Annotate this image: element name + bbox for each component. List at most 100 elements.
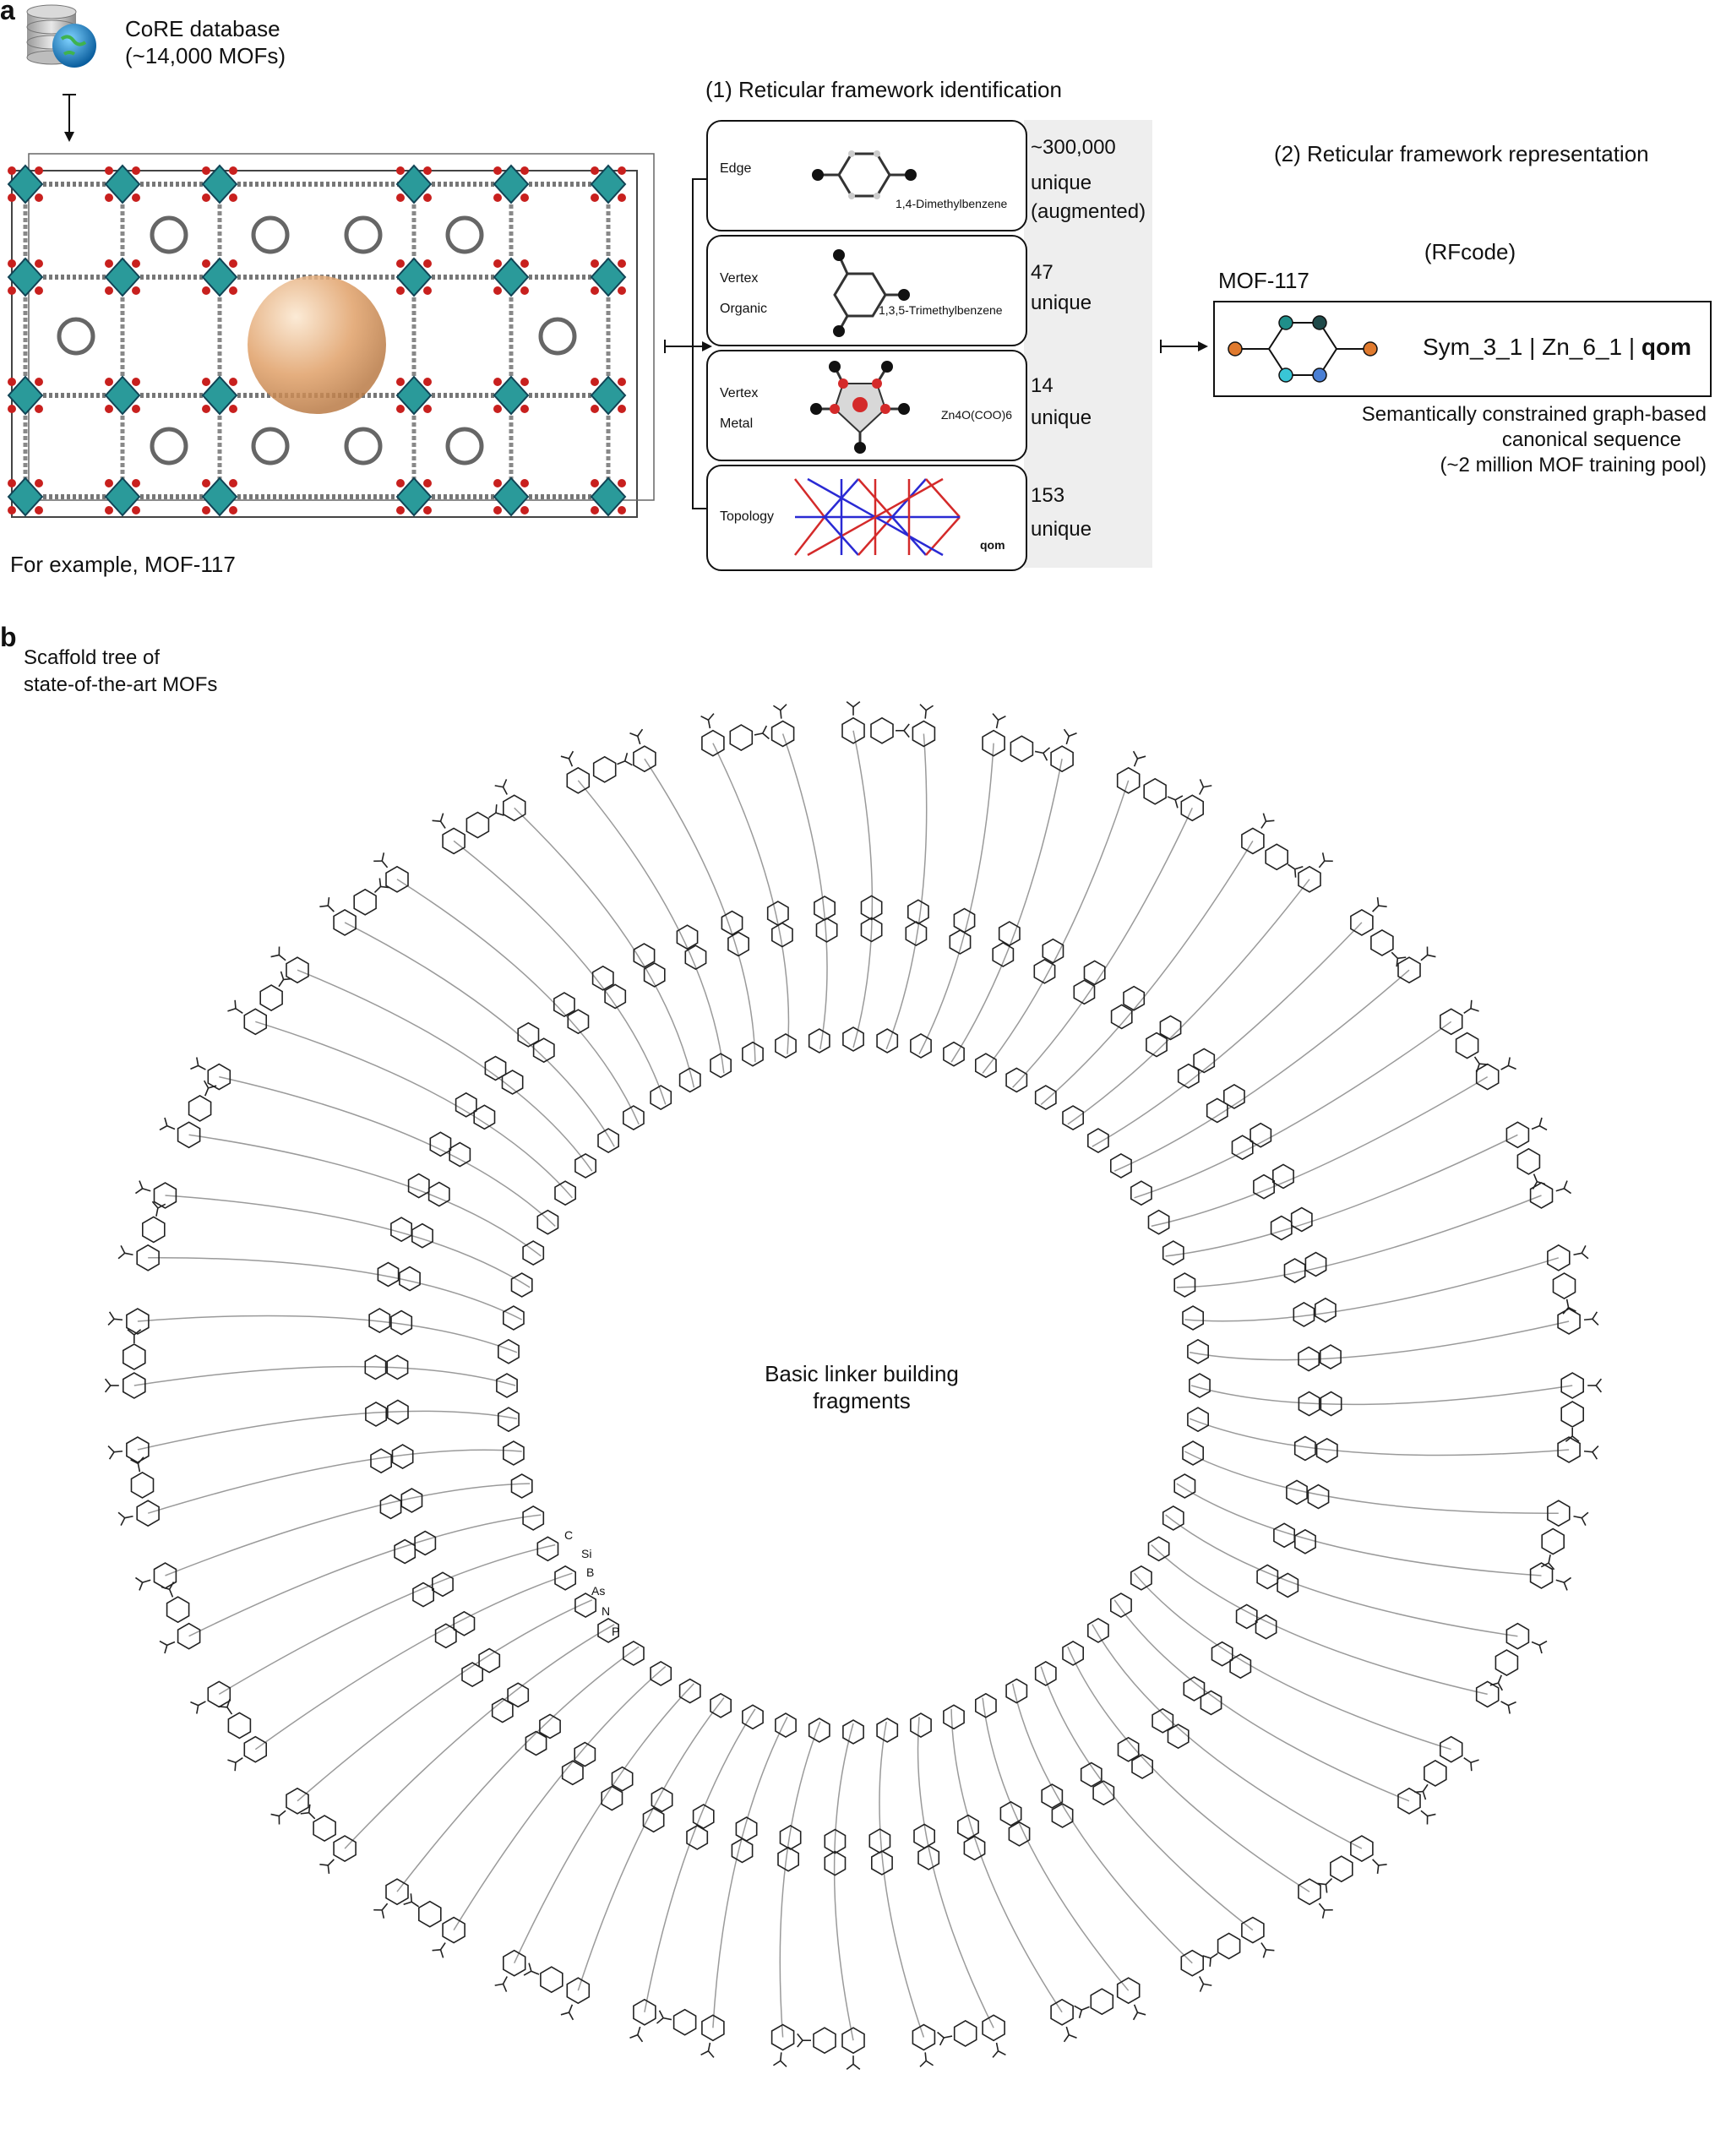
mid-fragment [400,1488,423,1513]
metal-vertex-card: Vertex Metal Zn4O(COO)6 [706,350,1027,461]
outer-linker [243,1735,268,1763]
metal-vertex-molecule-name: Zn4O(COO)6 [941,408,1013,422]
inner-fragment [710,1692,732,1718]
mid-fragment [684,945,707,971]
mid-fragment [1092,1780,1115,1806]
carboxylate-group [1583,1311,1599,1326]
oxygen-atom [423,259,432,268]
oxygen-atom [35,479,43,487]
oxygen-atom [8,193,16,202]
scaffold-branch [1184,1451,1559,1514]
outer-linker [1298,1878,1321,1906]
mid-fragment [507,1682,530,1708]
scaffold-branch [885,733,928,1050]
oxygen-atom [229,286,237,295]
outer-linker [953,2019,977,2047]
inner-fragment [808,1028,830,1054]
inner-fragment [1147,1536,1170,1562]
mid-fragment [721,910,743,936]
carboxylate-group [700,713,715,729]
mid-fragment [561,1760,584,1786]
oxygen-atom [202,166,210,175]
arrow-right-icon [664,340,712,353]
rfcode-prefix: Sym_3_1 | Zn_6_1 | [1423,334,1642,360]
outer-linker [1350,1835,1374,1863]
carboxylate-group [700,2042,715,2058]
oxygen-atom [396,193,405,202]
oxygen-atom [493,193,502,202]
mid-fragment [1073,979,1096,1005]
outer-linker [1116,766,1141,794]
outer-linker [1050,745,1074,773]
mid-fragment [633,943,656,968]
carboxylate-group [1288,863,1304,878]
inner-fragment [1110,1592,1132,1619]
oxygen-atom [396,286,405,295]
panel-b-letter: b [0,622,17,652]
outer-linker [1440,1008,1463,1036]
outer-linker [207,1063,231,1091]
inner-fragment [597,1617,620,1643]
oxygen-atom [618,378,626,386]
database-label-line1: CoRE database [125,16,280,41]
inner-fragment [502,1440,525,1466]
oxygen-atom [520,286,529,295]
zn-cluster [590,164,627,204]
mid-fragment [1193,1048,1216,1074]
oxygen-atom [35,166,43,175]
mid-fragment [1272,1163,1294,1190]
scaffold-branch [982,1697,1130,1991]
mid-fragment [1253,1173,1275,1200]
carboxylate-group [1199,779,1212,795]
scaffold-branch [344,922,615,1147]
mid-fragment [907,899,929,925]
carboxylate-group [432,813,446,829]
carboxylate-group [937,2031,953,2046]
edge-molecule-name: 1,4-Dimethylbenzene [896,197,1008,210]
inner-fragment [1034,1085,1057,1111]
oxygen-atom [591,193,599,202]
oxygen-atom [423,286,432,295]
outer-linker [1180,794,1204,822]
oxygen-atom [520,193,529,202]
organic-vertex-label2: Organic [720,302,768,316]
outer-linker [982,2014,1005,2042]
outer-linker [126,1436,150,1463]
inner-fragment [775,1712,797,1739]
database-globe-icon [26,4,96,68]
carboxylate-group [1463,1757,1479,1772]
mid-fragment [1250,1122,1272,1148]
mof-name: MOF-117 [1218,268,1309,293]
mid-fragment [814,896,836,921]
inner-fragment [1005,1067,1028,1093]
carboxylate-group [104,1378,119,1393]
mid-fragment [999,1800,1022,1827]
inner-fragment [1182,1305,1204,1331]
mid-fragment [1298,1346,1320,1372]
scaffold-branch [1040,1666,1254,1931]
zn-cluster [493,476,530,517]
oxygen-atom [591,405,599,413]
inner-fragment [943,1041,965,1067]
inner-fragment [678,1067,701,1093]
oxygen-atom [8,378,16,386]
carboxylate-group [919,704,934,719]
mid-fragment [1307,1484,1330,1510]
oxygen-atom [618,259,626,268]
scaffold-branch [514,1683,694,1964]
outer-linker [130,1471,155,1499]
inner-fragment [1005,1678,1028,1704]
topology-edge [794,516,825,556]
mid-fragment [643,962,666,988]
zn-cluster [201,476,238,517]
outer-linker [1397,1787,1421,1815]
inner-fragment [710,1053,732,1079]
mid-fragment [727,931,750,957]
zn-cluster [7,476,44,517]
oxygen-atom [202,506,210,514]
zn-cluster [395,257,433,297]
outer-linker [1180,1949,1204,1977]
atom-label-b: B [586,1565,595,1579]
scaffold-branch [712,743,790,1054]
mid-fragment [1159,1015,1182,1041]
